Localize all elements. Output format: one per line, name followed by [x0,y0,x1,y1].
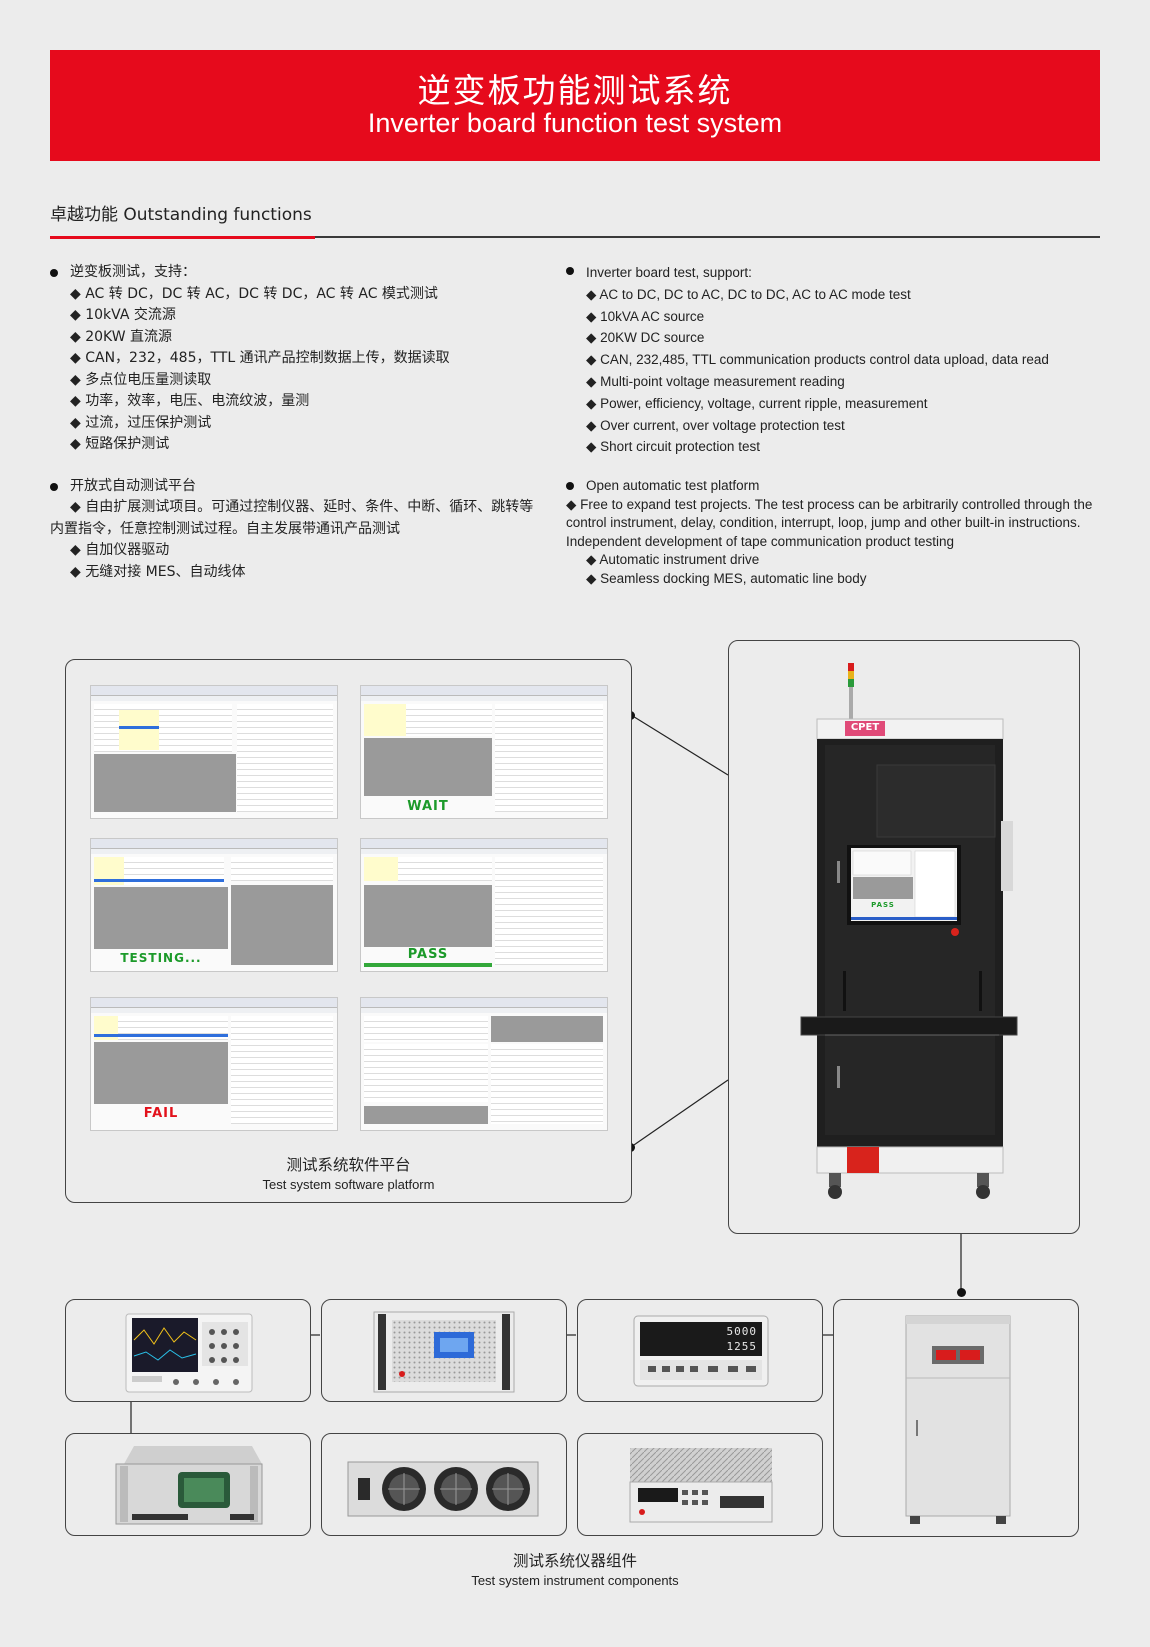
feature-item: ◆ 10kVA AC source [586,308,705,324]
oscilloscope-illustration [125,1313,253,1393]
instruments-caption-cn: 测试系统仪器组件 [512,1552,637,1570]
instrument-dc-source [321,1299,567,1402]
software-screenshot [90,685,338,819]
instruments-caption-en: Test system instrument components [471,1573,679,1588]
cabinet-brand: CPET [850,722,880,733]
features-cn: 逆变板测试，支持： ◆ AC 转 DC，DC 转 AC，DC 转 DC，AC 转… [50,262,540,583]
electronic-load-illustration [629,1448,773,1523]
fan-load-illustration [347,1461,539,1517]
feature-group-title: Open automatic test platform [566,477,1101,496]
software-platform-panel: WAIT TESTING... PASS FAIL [65,659,632,1203]
industrial-pc-illustration [115,1446,263,1525]
software-screenshot-testing: TESTING... [90,838,338,972]
page-title-cn: 逆变板功能测试系统 [417,71,733,110]
feature-item: ◆ 多点位电压量测读取 [70,371,212,388]
feature-item: ◆ 过流，过压保护测试 [70,414,212,431]
title-banner: 逆变板功能测试系统 Inverter board function test s… [50,50,1100,161]
features-en: Inverter board test, support: ◆ AC to DC… [566,262,1101,588]
feature-item: ◆ 无缝对接 MES、自动线体 [70,563,246,580]
software-screenshot-pass: PASS [360,838,608,972]
feature-item: ◆ CAN，232，485，TTL 通讯产品控制数据上传，数据读取 [70,350,450,366]
instrument-oscilloscope [65,1299,311,1402]
instrument-fan-load [321,1433,567,1536]
instrument-power-meter: 5000 1255 [577,1299,823,1402]
feature-item: ◆ 10kVA 交流源 [70,307,176,323]
feature-group-title: 逆变板测试，支持： [50,262,540,284]
section-divider [50,236,1100,238]
page-title-en: Inverter board function test system [367,108,783,138]
software-screenshot [360,997,608,1131]
feature-item: ◆ 自由扩展测试项目。可通过控制仪器、延时、条件、中断、循环、跳转等内置指令，任… [50,499,534,537]
feature-item: ◆ AC to DC, DC to AC, DC to DC, AC to AC… [586,286,911,302]
instrument-ac-source [833,1299,1079,1537]
feature-item: ◆ 自加仪器驱动 [70,542,170,558]
feature-item: ◆ Free to expand test projects. The test… [566,496,1093,549]
software-screenshot-fail: FAIL [90,997,338,1131]
cabinet-screen-status: PASS [871,901,895,909]
test-cabinet-panel: CPET PASS [728,640,1080,1234]
feature-item: ◆ AC 转 DC，DC 转 AC，DC 转 DC，AC 转 AC 模式测试 [70,285,438,302]
feature-item: ◆ 短路保护测试 [70,436,170,452]
meter-display-top: 5000 [726,1325,757,1338]
feature-item: ◆ Seamless docking MES, automatic line b… [586,570,867,586]
status-testing: TESTING... [120,951,202,965]
status-wait: WAIT [407,799,449,814]
dc-source-illustration [373,1311,515,1393]
software-caption-cn: 测试系统软件平台 [286,1156,411,1174]
section-divider-accent [50,236,315,239]
power-meter-illustration [633,1315,769,1387]
test-cabinet-illustration [800,663,1018,1199]
feature-group-title: 开放式自动测试平台 [50,476,540,498]
software-screenshot-wait: WAIT [360,685,608,819]
section-heading: 卓越功能 Outstanding functions [50,205,312,225]
instrument-electronic-load [577,1433,823,1536]
feature-item: ◆ 20KW DC source [586,330,705,346]
feature-item: ◆ Short circuit protection test [586,439,760,455]
feature-item: ◆ CAN, 232,485, TTL communication produc… [586,352,1049,368]
feature-item: ◆ Power, efficiency, voltage, current ri… [586,395,928,411]
software-caption-en: Test system software platform [262,1177,435,1192]
software-caption: 测试系统软件平台 Test system software platform [66,1153,631,1192]
instrument-industrial-pc [65,1433,311,1536]
feature-item: ◆ Multi-point voltage measurement readin… [586,373,845,389]
feature-item: ◆ Over current, over voltage protection … [586,417,845,433]
status-pass: PASS [407,947,449,962]
feature-group-title: Inverter board test, support: [566,262,1101,284]
meter-display-bottom: 1255 [726,1340,757,1353]
ac-source-illustration [905,1315,1011,1524]
instruments-caption: 测试系统仪器组件 Test system instrument componen… [0,1549,1150,1588]
feature-item: ◆ Automatic instrument drive [586,552,760,568]
connector-dot [957,1288,966,1297]
status-fail: FAIL [143,1106,179,1121]
feature-item: ◆ 20KW 直流源 [70,328,173,345]
feature-item: ◆ 功率，效率，电压、电流纹波，量测 [70,393,310,409]
